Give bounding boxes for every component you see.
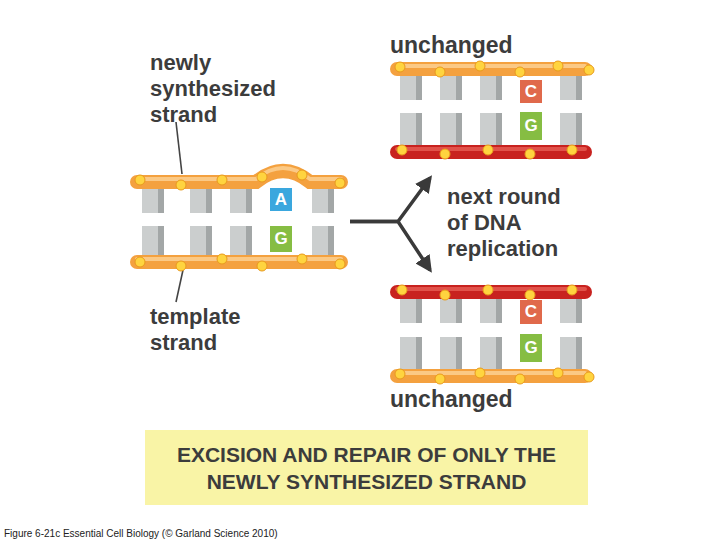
strand-heading: unchanged: [390, 32, 513, 58]
phosphate-dot: [397, 145, 407, 155]
base-rung: [190, 226, 212, 258]
phosphate-dot: [483, 285, 493, 295]
phosphate-dot: [553, 61, 563, 71]
leader-line: [176, 122, 182, 174]
summary-box: EXCISION AND REPAIR OF ONLY THE NEWLY SY…: [145, 430, 588, 505]
phosphate-dot: [525, 149, 535, 159]
process-label: next round of DNA replication: [447, 184, 575, 262]
phosphate-dot: [584, 372, 594, 382]
phosphate-dot: [475, 61, 485, 71]
base-rung: [312, 189, 334, 213]
base-letter: C: [520, 300, 542, 324]
phosphate-dot: [335, 178, 345, 188]
base-rung: [560, 299, 582, 323]
base-rung: [312, 226, 334, 258]
base-rung: [230, 189, 252, 213]
base-rung: [440, 337, 462, 369]
dna-segment: CGunchanged: [388, 270, 594, 415]
phosphate-dot: [135, 175, 145, 185]
base-letter: C: [520, 80, 542, 103]
base-rung: [400, 299, 422, 323]
dna-mismatch: [135, 168, 345, 271]
phosphate-dot: [567, 145, 577, 155]
backbone-highlight: [137, 168, 341, 179]
base-rung: [190, 189, 212, 213]
dna-repaired-bottom: [395, 285, 594, 384]
phosphate-dot: [395, 369, 405, 379]
phosphate-dot: [435, 67, 445, 77]
base-rung: [480, 299, 502, 323]
base-rung: [480, 113, 502, 145]
phosphate-dot: [525, 290, 535, 300]
base-letter: A: [270, 188, 292, 211]
sugar-backbone: [397, 369, 585, 383]
sugar-backbone: [397, 62, 585, 76]
base-rung: [440, 299, 462, 323]
dna-segment: AG: [128, 164, 350, 279]
dna-segment: unchangedCG: [388, 32, 594, 178]
phosphate-dot: [176, 261, 186, 271]
strand-label: template strand: [150, 304, 290, 356]
sugar-backbone: [137, 255, 341, 269]
base-rung: [142, 189, 164, 213]
base-rung: [230, 226, 252, 258]
phosphate-dot: [217, 254, 227, 264]
phosphate-dot: [475, 368, 485, 378]
figure-caption: Figure 6-21c Essential Cell Biology (© G…: [4, 528, 278, 539]
phosphate-dot: [217, 175, 227, 185]
base-rung: [480, 337, 502, 369]
phosphate-dot: [257, 261, 267, 271]
leader-line: [176, 270, 183, 302]
backbone-highlight: [137, 257, 341, 261]
phosphate-dot: [567, 285, 577, 295]
strand-heading: unchanged: [390, 386, 513, 412]
base-rung: [560, 76, 582, 100]
phosphate-dot: [483, 145, 493, 155]
phosphate-dot: [176, 180, 186, 190]
phosphate-dot: [435, 374, 445, 384]
replication-arrow: [350, 178, 430, 222]
summary-text: EXCISION AND REPAIR OF ONLY THE NEWLY SY…: [157, 441, 577, 495]
phosphate-dot: [395, 62, 405, 72]
base-letter: G: [520, 112, 542, 140]
base-letter: G: [270, 226, 292, 252]
base-rung: [560, 113, 582, 145]
dna-repaired-top: [395, 61, 594, 159]
phosphate-dot: [297, 170, 307, 180]
phosphate-dot: [297, 254, 307, 264]
new-backbone: [397, 285, 585, 299]
phosphate-dot: [397, 285, 407, 295]
new-backbone: [397, 145, 585, 159]
base-rung: [400, 337, 422, 369]
phosphate-dot: [335, 259, 345, 269]
phosphate-dot: [440, 149, 450, 159]
base-rung: [440, 113, 462, 145]
phosphate-dot: [257, 172, 267, 182]
base-rung: [440, 76, 462, 100]
base-rung: [142, 226, 164, 258]
phosphate-dot: [515, 67, 525, 77]
phosphate-dot: [135, 257, 145, 267]
phosphate-dot: [440, 290, 450, 300]
phosphate-dot: [584, 65, 594, 75]
base-rung: [400, 76, 422, 100]
base-rung: [480, 76, 502, 100]
base-letter: G: [520, 334, 542, 362]
strand-label: newly synthesized strand: [150, 50, 300, 128]
phosphate-dot: [515, 374, 525, 384]
phosphate-dot: [553, 368, 563, 378]
base-rung: [560, 337, 582, 369]
base-rung: [400, 113, 422, 145]
replication-arrow: [350, 222, 430, 271]
